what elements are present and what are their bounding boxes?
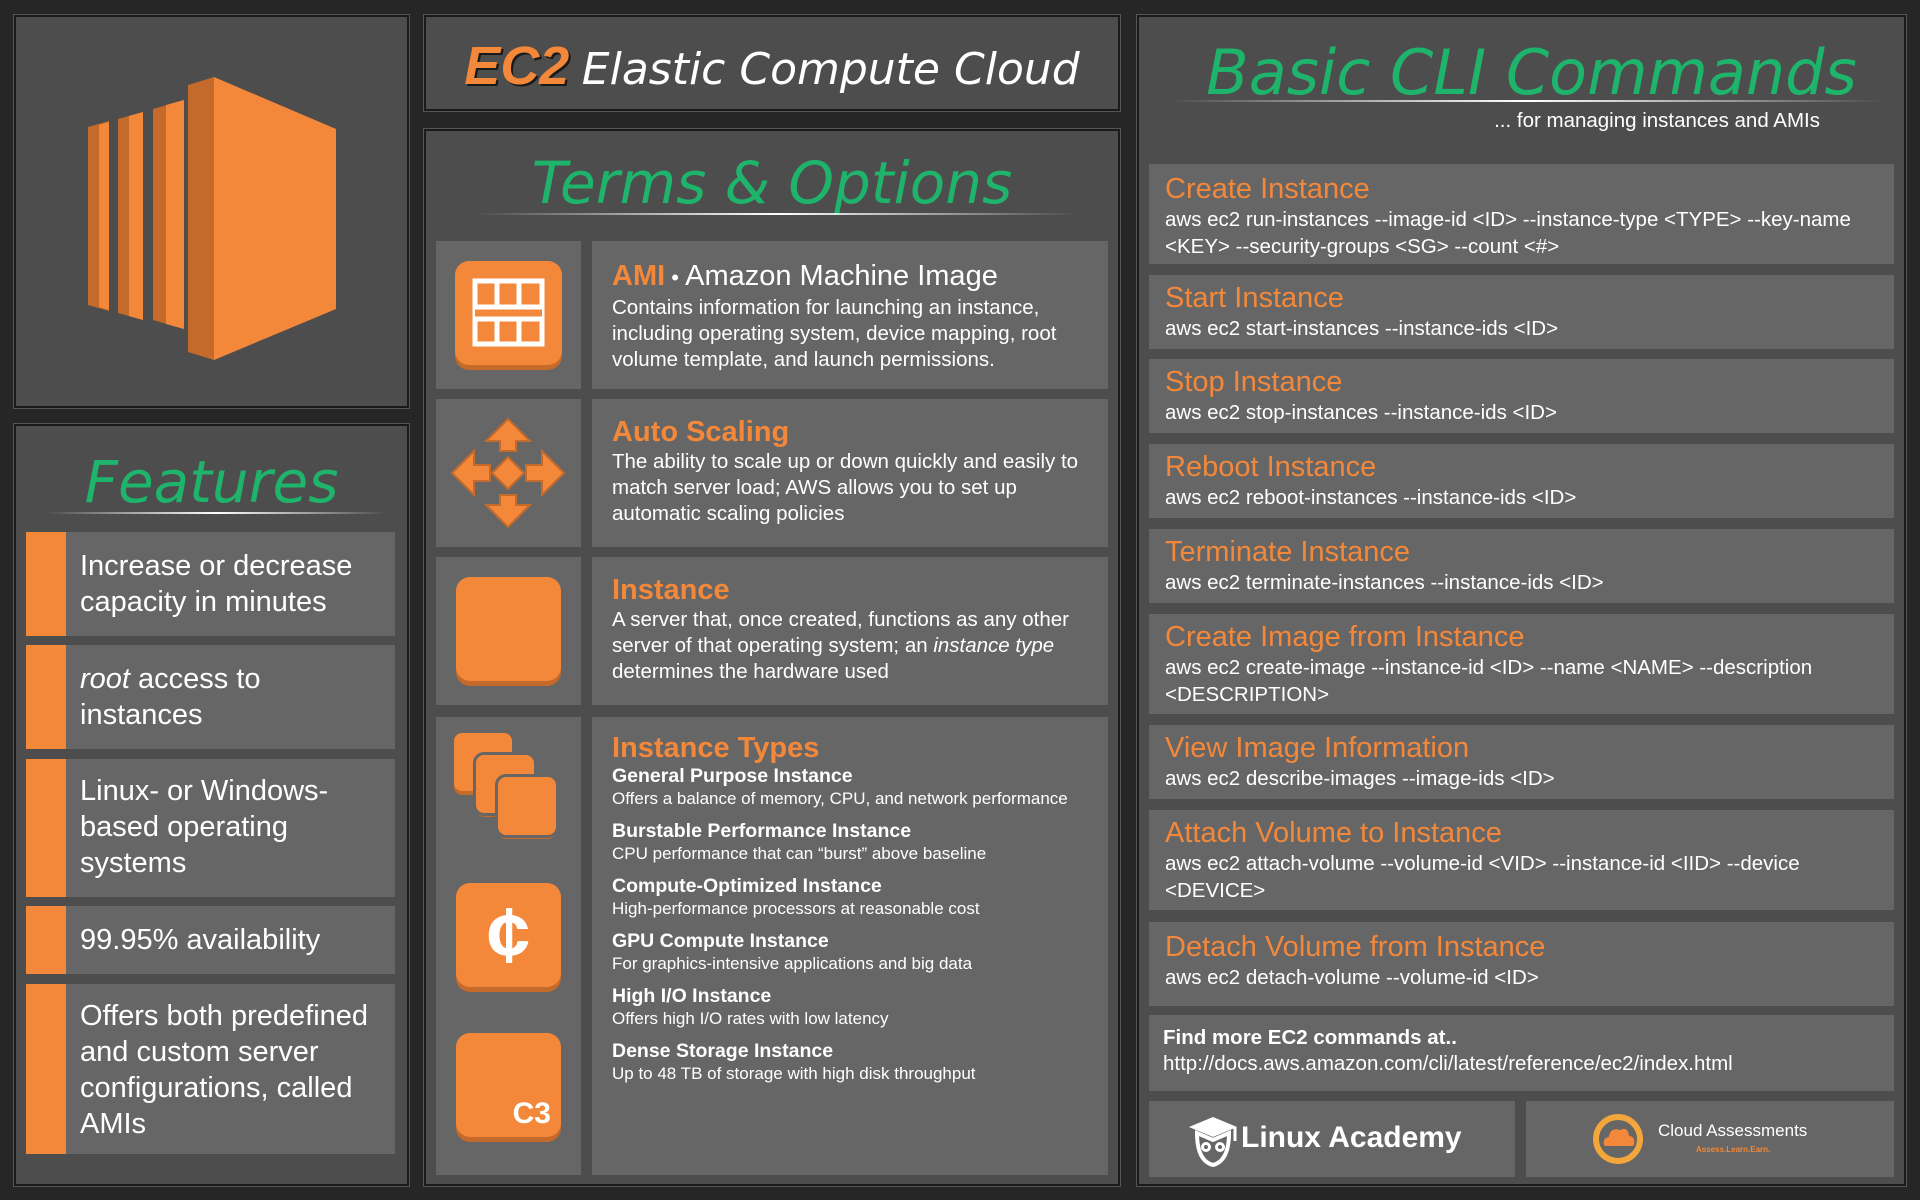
command-text: aws ec2 terminate-instances --instance-i… xyxy=(1165,571,1604,594)
command-card-detach-volume: Detach Volume from Instance aws ec2 deta… xyxy=(1149,922,1894,1006)
ami-description: Contains information for launching an in… xyxy=(612,296,1057,371)
command-text: aws ec2 attach-volume --volume-id <VID> … xyxy=(1165,852,1800,902)
feature-item: Increase or decrease capacity in minutes xyxy=(26,532,395,636)
instance-types-card: Instance Types General Purpose Instance … xyxy=(592,717,1108,1175)
cli-subheading: ... for managing instances and AMIs xyxy=(1494,109,1820,132)
linux-academy-logo[interactable]: Linux Academy xyxy=(1149,1101,1515,1177)
ami-separator: • xyxy=(665,265,686,290)
feature-accent-bar xyxy=(26,984,66,1154)
command-card-stop-instance: Stop Instance aws ec2 stop-instances --i… xyxy=(1149,359,1894,433)
instance-icon-card xyxy=(436,557,581,705)
ami-card: AMI • Amazon Machine Image Contains info… xyxy=(592,241,1108,389)
feature-accent-bar xyxy=(26,532,66,636)
c3-icon: C3 xyxy=(456,1033,561,1137)
features-panel: Features Increase or decrease capacity i… xyxy=(13,423,410,1187)
command-card-start-instance: Start Instance aws ec2 start-instances -… xyxy=(1149,275,1894,349)
instance-types-title: Instance Types xyxy=(612,732,820,764)
ami-grid-icon xyxy=(455,261,562,365)
instance-types-icon-card: ¢ C3 xyxy=(436,717,581,1175)
instance-type-item: GPU Compute Instance For graphics-intens… xyxy=(612,930,973,973)
auto-scaling-title: Auto Scaling xyxy=(612,416,790,448)
more-commands-label: Find more EC2 commands at.. xyxy=(1163,1026,1457,1049)
instance-title: Instance xyxy=(612,574,730,606)
cent-glyph: ¢ xyxy=(486,891,531,979)
ec2-logo-icon xyxy=(88,77,336,360)
c3-label: C3 xyxy=(512,1097,551,1130)
more-commands-card: Find more EC2 commands at.. http://docs.… xyxy=(1149,1015,1894,1091)
ec2-full-name: Elastic Compute Cloud xyxy=(581,44,1080,95)
terms-panel: Terms & Options AMI • Amazon Machine Ima… xyxy=(423,128,1121,1187)
auto-scaling-description: The ability to scale up or down quickly … xyxy=(612,450,1079,525)
cli-divider xyxy=(1169,100,1884,102)
page-title: EC2 Elastic Compute Cloud xyxy=(426,35,1118,97)
command-card-reboot-instance: Reboot Instance aws ec2 reboot-instances… xyxy=(1149,444,1894,518)
command-card-view-image: View Image Information aws ec2 describe-… xyxy=(1149,725,1894,799)
instance-type-item: Dense Storage Instance Up to 48 TB of st… xyxy=(612,1040,976,1083)
feature-item: Offers both predefined and custom server… xyxy=(26,984,395,1154)
command-text: aws ec2 reboot-instances --instance-ids … xyxy=(1165,486,1577,509)
command-card-attach-volume: Attach Volume to Instance aws ec2 attach… xyxy=(1149,810,1894,910)
ami-icon-card xyxy=(436,241,581,389)
cent-icon: ¢ xyxy=(456,883,561,987)
ec2-logo-panel xyxy=(13,14,410,409)
feature-text: Offers both predefined and custom server… xyxy=(80,1000,369,1140)
feature-text: 99.95% availability xyxy=(80,924,321,956)
terms-heading: Terms & Options xyxy=(531,149,1013,217)
feature-item: Linux- or Windows-based operating system… xyxy=(26,759,395,897)
cloud-assessments-logo-icon xyxy=(1593,1114,1643,1164)
feature-text: Linux- or Windows-based operating system… xyxy=(80,775,329,879)
linux-academy-name: Linux Academy xyxy=(1241,1121,1462,1154)
ec2-abbr: EC2 xyxy=(464,36,570,96)
command-text: aws ec2 start-instances --instance-ids <… xyxy=(1165,317,1559,340)
ami-abbr: AMI xyxy=(612,260,666,292)
command-text: aws ec2 create-image --instance-id <ID> … xyxy=(1165,656,1813,706)
feature-item: root access to instances xyxy=(26,645,395,749)
instance-type-item: Compute-Optimized Instance High-performa… xyxy=(612,875,980,918)
feature-accent-bar xyxy=(26,645,66,749)
command-text: aws ec2 stop-instances --instance-ids <I… xyxy=(1165,401,1557,424)
terms-divider xyxy=(476,213,1078,215)
features-heading: Features xyxy=(84,448,339,516)
command-text: aws ec2 detach-volume --volume-id <ID> xyxy=(1165,966,1539,989)
feature-emphasis: root xyxy=(80,663,130,695)
cli-panel: Basic CLI Commands ... for managing inst… xyxy=(1136,14,1907,1187)
auto-scaling-card: Auto Scaling The ability to scale up or … xyxy=(592,399,1108,547)
cloud-assessments-name: Cloud Assessments xyxy=(1658,1121,1808,1140)
ami-name: Amazon Machine Image xyxy=(685,260,998,292)
instance-type-emphasis: instance type xyxy=(933,634,1055,657)
cloud-assessments-tagline: Assess.Learn.Earn. xyxy=(1696,1145,1771,1154)
feature-text: Increase or decrease capacity in minutes xyxy=(80,550,353,618)
command-card-create-instance: Create Instance aws ec2 run-instances --… xyxy=(1149,164,1894,264)
command-text: aws ec2 run-instances --image-id <ID> --… xyxy=(1165,208,1851,258)
command-card-terminate-instance: Terminate Instance aws ec2 terminate-ins… xyxy=(1149,529,1894,603)
command-card-create-image: Create Image from Instance aws ec2 creat… xyxy=(1149,614,1894,714)
features-divider xyxy=(46,512,387,514)
instance-stack-icon xyxy=(454,733,564,843)
instance-type-item: High I/O Instance Offers high I/O rates … xyxy=(612,985,889,1028)
cli-heading: Basic CLI Commands xyxy=(1206,36,1857,109)
feature-accent-bar xyxy=(26,906,66,974)
instance-type-item: Burstable Performance Instance CPU perfo… xyxy=(612,820,987,863)
instance-square-icon xyxy=(456,577,561,681)
instance-type-item: General Purpose Instance Offers a balanc… xyxy=(612,765,1068,808)
feature-item: 99.95% availability xyxy=(26,906,395,974)
instance-card: Instance A server that, once created, fu… xyxy=(592,557,1108,705)
feature-accent-bar xyxy=(26,759,66,897)
header-panel: EC2 Elastic Compute Cloud xyxy=(423,14,1121,112)
instance-description: A server that, once created, functions a… xyxy=(612,608,1069,657)
instance-description-end: determines the hardware used xyxy=(612,660,889,683)
command-text: aws ec2 describe-images --image-ids <ID> xyxy=(1165,767,1555,790)
auto-scaling-icon-card xyxy=(436,399,581,547)
cloud-assessments-logo[interactable]: Cloud Assessments Assess.Learn.Earn. xyxy=(1526,1101,1894,1177)
feature-text: access to instances xyxy=(80,663,261,731)
graduation-owl-icon xyxy=(1189,1117,1237,1168)
auto-scaling-arrows-icon xyxy=(450,417,566,529)
more-commands-link[interactable]: http://docs.aws.amazon.com/cli/latest/re… xyxy=(1163,1052,1733,1075)
